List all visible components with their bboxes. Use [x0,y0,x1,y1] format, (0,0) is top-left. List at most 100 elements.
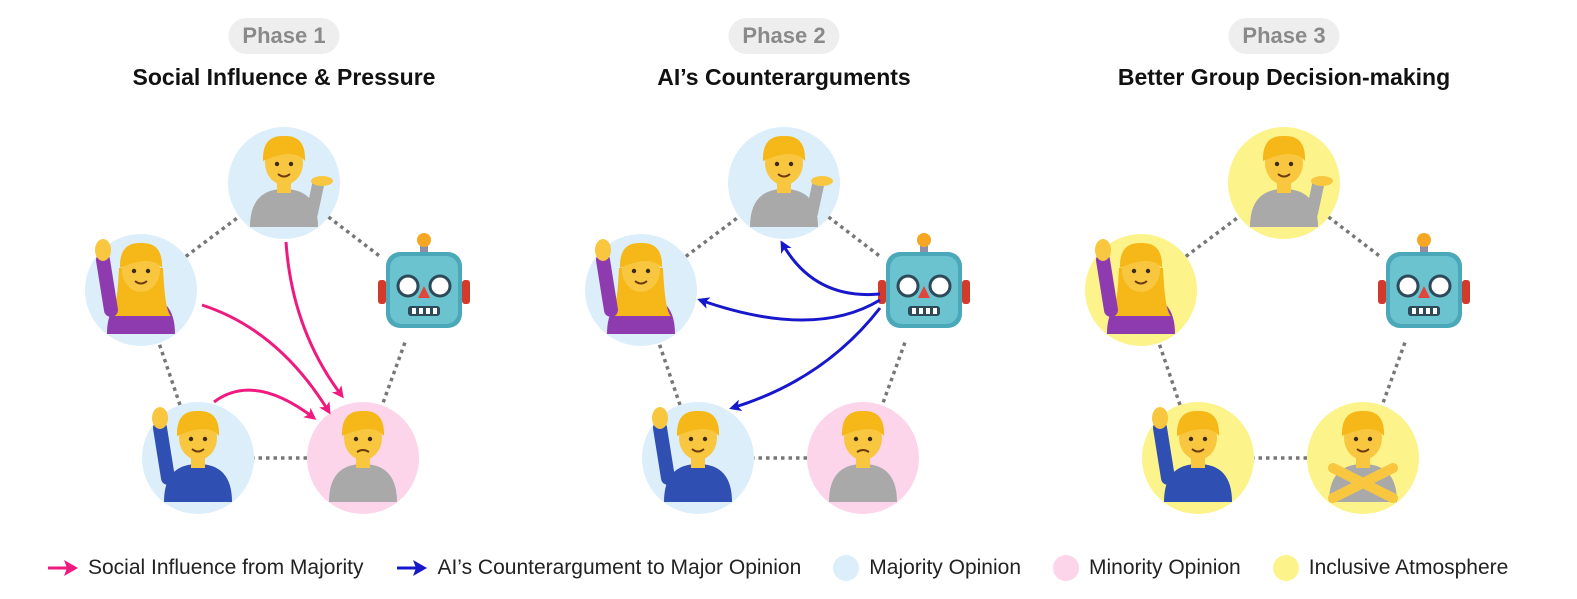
eye [1145,268,1151,274]
robot-ear [1378,280,1386,304]
robot-eye [428,274,452,298]
raised-hand [95,239,111,261]
crossed-arm [1328,463,1398,503]
hair [619,242,663,268]
open-palm [811,176,833,186]
eye [1353,436,1359,442]
legend-label-social-influence: Social Influence from Majority [88,556,364,579]
eye [853,436,859,442]
legend: Social Influence from Majority AI’s Coun… [46,550,1508,586]
torso [1164,464,1232,502]
node-woman-raising-hand [585,234,697,346]
phase-1-badge: Phase 1 [228,18,340,54]
robot-eye [1396,274,1420,298]
robot-tooth [426,308,430,314]
hair [841,410,885,436]
legend-item-inclusive: Inclusive Atmosphere [1272,555,1508,581]
mouth [1191,448,1205,453]
arm [1306,179,1324,219]
eye [1188,436,1194,442]
raised-hand [652,407,668,429]
robot-tooth [412,308,416,314]
network-edge [1327,215,1381,258]
node-person-tipping-hand [228,127,340,239]
torso [664,464,732,502]
robot-tooth [1419,308,1423,314]
hair [1176,410,1220,436]
robot-eye [896,274,920,298]
hair [1341,410,1385,436]
network-edge [684,215,741,258]
phase-1-diagram [85,127,470,514]
robot-tooth [919,308,923,314]
counter-arrow-p1 [729,307,882,412]
torso [829,464,897,502]
mouth [1277,173,1291,178]
eye [367,436,373,442]
mouth [191,448,205,453]
eye [1367,436,1373,442]
raised-arm [96,253,118,317]
torso [1250,189,1318,227]
eye [288,161,294,167]
network-edge [827,215,881,258]
robot-nose [418,286,430,298]
robot-eye [1428,274,1452,298]
node-robot [878,233,970,328]
raised-arm [596,253,618,317]
robot-ear [462,280,470,304]
network-edge [327,215,381,258]
minority-dot-icon [1053,555,1079,581]
robot-nose [918,286,930,298]
majority-dot-icon [833,555,860,581]
network-edge [184,215,241,258]
node-robot [378,233,470,328]
raised-arm [1153,421,1175,485]
node-person-gesturing-no [1307,402,1419,514]
legend-label-counterargument: AI’s Counterargument to Major Opinion [437,556,802,579]
eye [131,268,137,274]
hair [119,242,163,268]
robot-eye [396,274,420,298]
robot-tooth [1412,308,1416,314]
network-edge [157,342,182,406]
eye [688,436,694,442]
robot-nose [1418,286,1430,298]
robot-tooth [1433,308,1437,314]
node-person-tipping-hand [728,127,840,239]
antenna-light [1417,233,1431,247]
hair [762,135,806,161]
network-edge [1157,342,1182,406]
robot-eye [928,274,952,298]
eye [645,268,651,274]
robot-tooth [419,308,423,314]
torso [250,189,318,227]
network-edge [657,342,682,406]
eye [788,161,794,167]
legend-label-minority: Minority Opinion [1089,556,1241,579]
arm [806,179,824,219]
counter-arrow-p1 [780,240,881,297]
raised-hand [1152,407,1168,429]
torso [164,464,232,502]
eye [1131,268,1137,274]
legend-item-majority: Majority Opinion [833,555,1021,581]
hair [676,410,720,436]
hair [1119,242,1163,268]
mouth [856,449,870,453]
mouth [777,173,791,178]
torso [329,464,397,502]
eye [1202,436,1208,442]
pink-arrow-icon [48,560,78,576]
raised-arm [153,421,175,485]
eye [1274,161,1280,167]
eye [867,436,873,442]
raised-hand [595,239,611,261]
eye [353,436,359,442]
legend-item-social-influence: Social Influence from Majority [46,556,363,580]
phase-2-panel: Phase 2 AI’s Counterarguments [524,0,1044,530]
robot-ear [962,280,970,304]
raised-hand [152,407,168,429]
robot-tooth [926,308,930,314]
robot-tooth [912,308,916,314]
